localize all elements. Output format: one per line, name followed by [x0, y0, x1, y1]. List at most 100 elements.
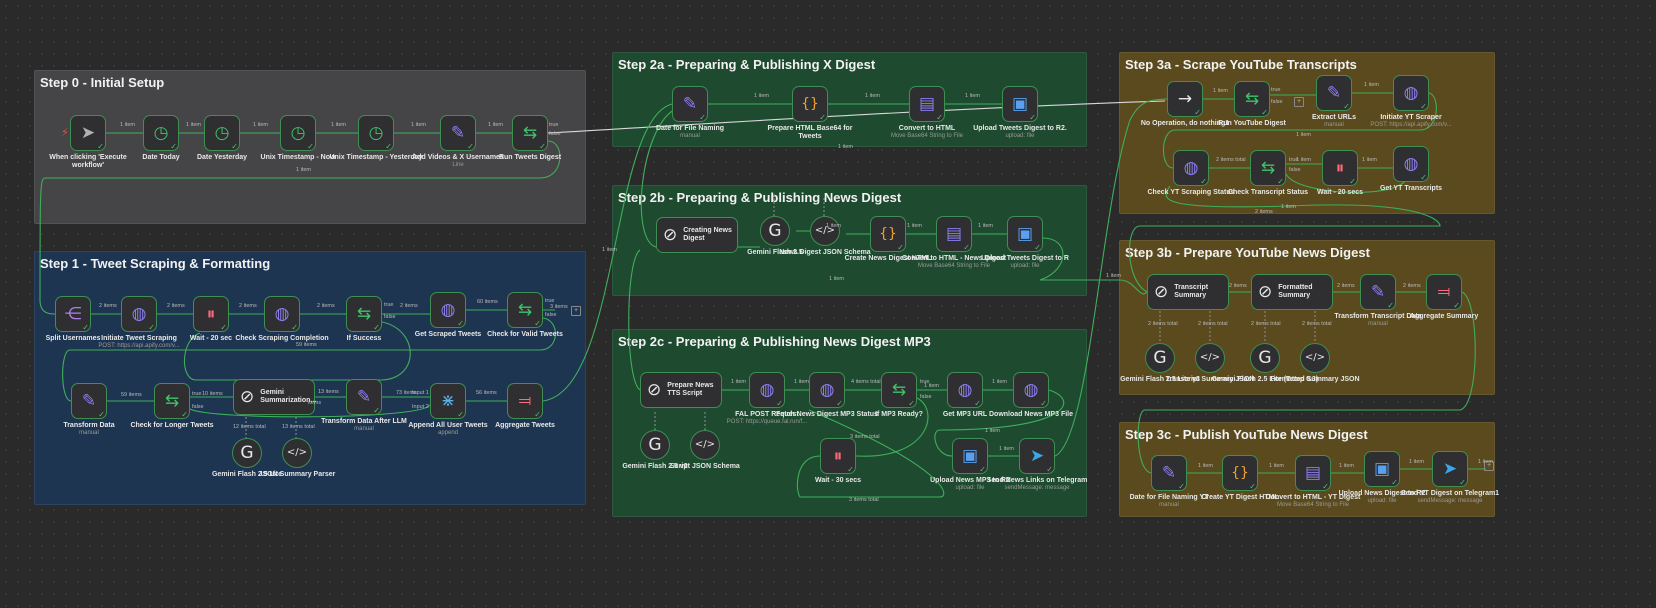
node-unix-yday[interactable]: ◷✓: [358, 115, 394, 151]
node-run-yt[interactable]: ⇆✓: [1234, 81, 1270, 117]
node-check-valid[interactable]: ⇆✓: [507, 292, 543, 328]
node-upload-tweets[interactable]: ▣✓: [1002, 86, 1038, 122]
file-convert-icon: ▤: [918, 93, 936, 114]
node-split[interactable]: ⋲✓: [55, 296, 91, 332]
node-title: Transform Data: [63, 422, 115, 429]
node-fetch-mp3[interactable]: ◍✓: [809, 372, 845, 408]
node-gemini-v3[interactable]: G: [1145, 343, 1175, 373]
add-node-plus-icon[interactable]: +: [1294, 97, 1304, 107]
node-run-tweets[interactable]: ⇆✓: [512, 115, 548, 151]
node-creating-news[interactable]: ⊘Creating News Digest: [656, 217, 738, 253]
google-icon: G: [768, 220, 782, 241]
node-label: Date Yesterday: [167, 154, 277, 162]
node-transcript-sum[interactable]: ⊘Transcript Summary: [1147, 274, 1229, 310]
node-label: Check YT Scraping Status: [1136, 189, 1246, 197]
node-add-videos[interactable]: ✎✓: [440, 115, 476, 151]
node-subtitle: manual: [1368, 321, 1388, 328]
node-tg-yt[interactable]: ➤✓: [1432, 451, 1468, 487]
node-date-naming[interactable]: ✎✓: [672, 86, 708, 122]
node-json-tts[interactable]: </>: [690, 430, 720, 460]
node-wait30[interactable]: ⏸✓: [820, 438, 856, 474]
edge-item-count: 1 item: [826, 223, 841, 229]
node-gemini-tts[interactable]: G: [640, 430, 670, 460]
node-init-yt[interactable]: ◍✓: [1393, 75, 1429, 111]
node-if-success[interactable]: ⇆✓: [346, 296, 382, 332]
node-get-scraped[interactable]: ◍✓: [430, 292, 466, 328]
node-check-yt[interactable]: ◍✓: [1173, 150, 1209, 186]
node-title: If Success: [346, 335, 382, 342]
node-gem-flash-lite[interactable]: G: [232, 438, 262, 468]
node-gemini-t03[interactable]: G: [1250, 343, 1280, 373]
node-upload-yt[interactable]: ▣✓: [1364, 451, 1400, 487]
node-upload-news[interactable]: ▣✓: [1007, 216, 1043, 252]
edge-item-count: 1 item: [1296, 157, 1311, 163]
node-download-mp3[interactable]: ◍✓: [1013, 372, 1049, 408]
edge-item-count: Input 2: [412, 404, 429, 410]
node-extract-urls[interactable]: ✎✓: [1316, 75, 1352, 111]
node-create-news[interactable]: {}✓: [870, 216, 906, 252]
edge-item-count: 1 item: [296, 167, 311, 173]
node-get-mp3[interactable]: ◍✓: [947, 372, 983, 408]
node-wait20y[interactable]: ⏸✓: [1322, 150, 1358, 186]
sticky-note-step1[interactable]: Step 1 - Tweet Scraping & Formatting: [34, 251, 586, 505]
node-json-news[interactable]: </>: [810, 216, 840, 246]
node-telegram-news[interactable]: ➤✓: [1019, 438, 1055, 474]
node-if-mp3[interactable]: ⇆✓: [881, 372, 917, 408]
node-transform-llm[interactable]: ✎✓: [346, 379, 382, 415]
node-initiate[interactable]: ◍✓: [121, 296, 157, 332]
success-check-icon: ✓: [836, 399, 843, 408]
node-aggr-summary[interactable]: ⫤✓: [1426, 274, 1462, 310]
edge-item-count: 1 item: [985, 428, 1000, 434]
node-noop[interactable]: →✓: [1167, 81, 1203, 117]
node-check-scr[interactable]: ◍✓: [264, 296, 300, 332]
success-check-icon: ✓: [1459, 478, 1466, 487]
node-prepare-tts[interactable]: ⊘Prepare News TTS Script: [640, 372, 722, 408]
edge-item-count: 4 items total: [851, 379, 881, 385]
node-json-fmt[interactable]: </>: [1300, 343, 1330, 373]
link-chain-icon: ⊘: [240, 386, 255, 407]
node-gemini-news[interactable]: G: [760, 216, 790, 246]
node-transform[interactable]: ✎✓: [71, 383, 107, 419]
node-json-trans[interactable]: </>: [1195, 343, 1225, 373]
node-subtitle: manual: [1324, 122, 1344, 129]
node-prep-html[interactable]: {}✓: [792, 86, 828, 122]
node-title: When clicking 'Execute workflow': [49, 154, 127, 170]
node-upload-mp3[interactable]: ▣✓: [952, 438, 988, 474]
node-unix-now[interactable]: ◷✓: [280, 115, 316, 151]
node-json-summary[interactable]: </>: [282, 438, 312, 468]
node-create-yt[interactable]: {}✓: [1222, 455, 1258, 491]
success-check-icon: ✓: [963, 243, 970, 252]
node-trigger[interactable]: ➤✓: [70, 115, 106, 151]
node-conv-html[interactable]: ▤✓: [909, 86, 945, 122]
node-get-yt[interactable]: ◍✓: [1393, 146, 1429, 182]
edge-item-count: false: [1271, 99, 1283, 105]
node-gemini-sum[interactable]: ⊘Gemini Summarization...: [233, 379, 316, 415]
add-node-plus-icon[interactable]: +: [571, 306, 581, 316]
node-subtitle: Move Base64 String to File: [1276, 502, 1350, 509]
node-title: Initiate Tweet Scraping: [101, 335, 177, 342]
node-today[interactable]: ◷✓: [143, 115, 179, 151]
node-wait20[interactable]: ⏸✓: [193, 296, 229, 332]
edge-item-count: 3 items total: [850, 434, 880, 440]
node-conv-news[interactable]: ▤✓: [936, 216, 972, 252]
node-longer[interactable]: ⇆✓: [154, 383, 190, 419]
success-check-icon: ✓: [170, 142, 177, 151]
node-transform-trans[interactable]: ✎✓: [1360, 274, 1396, 310]
success-check-icon: ✓: [373, 406, 380, 415]
node-title: Run YouTube Digest: [1218, 120, 1286, 127]
success-check-icon: ✓: [539, 142, 546, 151]
node-fal[interactable]: ◍✓: [749, 372, 785, 408]
node-append[interactable]: ⋇✓: [430, 383, 466, 419]
add-node-plus-icon[interactable]: +: [1484, 461, 1494, 471]
node-yesterday[interactable]: ◷✓: [204, 115, 240, 151]
node-title: Fetch News Digest MP3 Status: [776, 411, 878, 418]
node-label: JSON Summary Parser: [242, 471, 352, 479]
node-date-yt[interactable]: ✎✓: [1151, 455, 1187, 491]
node-formatted-sum[interactable]: ⊘Formatted Summary: [1251, 274, 1333, 310]
node-conv-yt[interactable]: ▤✓: [1295, 455, 1331, 491]
node-check-trans[interactable]: ⇆✓: [1250, 150, 1286, 186]
node-label: Formatted Summary JSON: [1260, 376, 1370, 384]
success-check-icon: ✓: [1391, 478, 1398, 487]
edge-item-count: false: [549, 131, 561, 137]
node-aggregate[interactable]: ⫤✓: [507, 383, 543, 419]
